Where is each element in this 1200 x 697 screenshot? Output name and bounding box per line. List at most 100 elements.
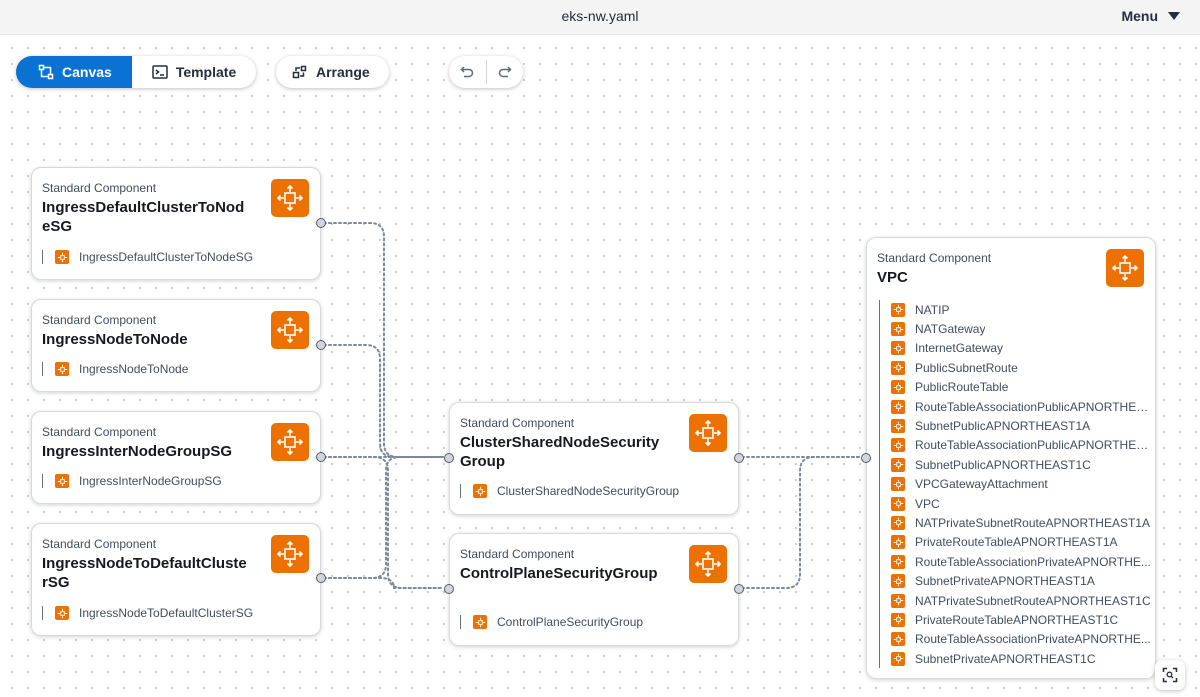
- template-tab[interactable]: Template: [132, 56, 256, 88]
- resource-row: IngressNodeToDefaultClusterSG: [42, 605, 253, 621]
- resource-icon: [891, 322, 905, 337]
- canvas-icon: [38, 64, 54, 80]
- template-tab-label: Template: [175, 64, 237, 80]
- canvas-tab[interactable]: Canvas: [16, 56, 132, 88]
- history-divider: [485, 60, 487, 84]
- arrange-group: Arrange: [276, 56, 389, 88]
- vpc-resource-item: SubnetPrivateAPNORTHEAST1C: [891, 649, 1163, 668]
- vpc-resource-label: SubnetPublicAPNORTHEAST1C: [915, 457, 1091, 472]
- vpc-resource-label: SubnetPrivateAPNORTHEAST1C: [915, 651, 1096, 666]
- resource-icon: [891, 593, 905, 608]
- vpc-resource-item: RouteTableAssociationPrivateAPNORTHE...: [891, 552, 1163, 571]
- edge-controlplane-to-vpc: [741, 456, 861, 589]
- arrange-icon: [292, 65, 307, 79]
- component-kind: Standard Component: [42, 425, 157, 439]
- vpc-resource-item: VPC: [891, 494, 1163, 513]
- security-group-icon: [689, 545, 727, 583]
- edge-ingressinternode-to-controlplane: [323, 456, 444, 589]
- resource-row: IngressInterNodeGroupSG: [42, 473, 222, 489]
- component-kind: Standard Component: [42, 537, 157, 551]
- vpc-resource-item: PublicRouteTable: [891, 378, 1163, 397]
- resource-icon: [891, 341, 905, 356]
- output-port[interactable]: [316, 218, 326, 228]
- security-group-icon: [55, 362, 69, 376]
- component-card-ingressdefaultclustertonodesg[interactable]: Standard Component IngressDefaultCluster…: [31, 167, 326, 280]
- resource-icon: [891, 438, 905, 453]
- vpc-resource-label: NATIP: [915, 302, 950, 317]
- vpc-resource-item: SubnetPrivateAPNORTHEAST1A: [891, 571, 1163, 590]
- component-name: IngressNodeToDefaultClusterSG: [42, 555, 247, 591]
- input-port[interactable]: [444, 584, 454, 594]
- input-port[interactable]: [444, 453, 454, 463]
- vpc-resource-label: RouteTableAssociationPrivateAPNORTHE...: [915, 554, 1151, 569]
- resource-icon: [891, 477, 905, 492]
- vpc-resource-item: PrivateRouteTableAPNORTHEAST1A: [891, 533, 1163, 552]
- vpc-resource-item: RouteTableAssociationPublicAPNORTHEA...: [891, 397, 1163, 416]
- output-port[interactable]: [316, 340, 326, 350]
- vpc-resource-item: VPCGatewayAttachment: [891, 475, 1163, 494]
- component-kind: Standard Component: [877, 251, 992, 265]
- security-group-icon: [271, 179, 309, 217]
- component-name: VPC: [877, 269, 908, 286]
- component-name: IngressNodeToNode: [42, 331, 188, 348]
- menu-button[interactable]: Menu: [1121, 8, 1180, 24]
- security-group-icon: [271, 311, 309, 349]
- security-group-icon: [271, 535, 309, 573]
- template-icon: [152, 65, 168, 79]
- redo-button[interactable]: [487, 56, 524, 88]
- component-card-ingressnodetonode[interactable]: Standard Component IngressNodeToNode Ing…: [31, 299, 326, 392]
- input-port[interactable]: [861, 453, 871, 463]
- vpc-resource-item: InternetGateway: [891, 339, 1163, 358]
- resource-icon: [891, 496, 905, 511]
- component-name: ClusterSharedNodeSecurityGroup: [460, 434, 660, 470]
- canvas-tab-label: Canvas: [62, 64, 112, 80]
- vpc-resource-item: SubnetPublicAPNORTHEAST1C: [891, 455, 1163, 474]
- output-port[interactable]: [734, 453, 744, 463]
- component-name: IngressInterNodeGroupSG: [42, 443, 233, 460]
- component-kind: Standard Component: [460, 547, 575, 561]
- resource-label: ClusterSharedNodeSecurityGroup: [497, 484, 680, 498]
- undo-icon: [460, 66, 474, 78]
- vpc-resource-item: PublicSubnetRoute: [891, 358, 1163, 377]
- output-port[interactable]: [734, 584, 744, 594]
- fit-view-icon: [1162, 667, 1178, 683]
- resource-row: ControlPlaneSecurityGroup: [460, 614, 643, 630]
- vpc-resource-item: NATPrivateSubnetRouteAPNORTHEAST1C: [891, 591, 1163, 610]
- vpc-resource-label: NATPrivateSubnetRouteAPNORTHEAST1A: [915, 515, 1150, 530]
- vpc-resource-label: PublicSubnetRoute: [915, 360, 1018, 375]
- resource-row: IngressDefaultClusterToNodeSG: [42, 249, 253, 265]
- vpc-resource-item: PrivateRouteTableAPNORTHEAST1C: [891, 610, 1163, 629]
- undo-button[interactable]: [449, 56, 486, 88]
- vpc-resource-item: NATIP: [891, 300, 1163, 319]
- vpc-resource-label: PrivateRouteTableAPNORTHEAST1C: [915, 612, 1119, 627]
- resource-row: ClusterSharedNodeSecurityGroup: [460, 483, 679, 499]
- edge-ingressnodetonode-to-clustershared: [323, 344, 444, 458]
- redo-icon: [498, 66, 512, 78]
- output-port[interactable]: [316, 452, 326, 462]
- component-card-clustersharednodesecuritygroup[interactable]: Standard Component ClusterSharedNodeSecu…: [444, 402, 744, 515]
- resource-icon: [891, 399, 905, 414]
- edge-ingressdefault-to-clustershared: [323, 222, 444, 458]
- history-controls: [449, 56, 523, 88]
- vpc-icon: [1106, 249, 1144, 287]
- vpc-resource-label: RouteTableAssociationPublicAPNORTHEA...: [915, 438, 1151, 453]
- arrange-button[interactable]: Arrange: [276, 56, 370, 88]
- vpc-resource-label: RouteTableAssociationPublicAPNORTHEA...: [915, 399, 1151, 414]
- resource-icon: [891, 457, 905, 472]
- component-card-ingressnodetodefaultclustersg[interactable]: Standard Component IngressNodeToDefaultC…: [31, 523, 326, 636]
- resource-label: IngressDefaultClusterToNodeSG: [79, 250, 254, 264]
- component-card-ingressinternodegroupsg[interactable]: Standard Component IngressInterNodeGroup…: [31, 411, 326, 504]
- vpc-resource-label: PrivateRouteTableAPNORTHEAST1A: [915, 535, 1118, 550]
- fit-view-button[interactable]: [1155, 660, 1185, 690]
- component-card-controlplanesecuritygroup[interactable]: Standard Component ControlPlaneSecurityG…: [444, 533, 744, 646]
- security-group-icon: [55, 606, 69, 620]
- resource-icon: [891, 612, 905, 627]
- output-port[interactable]: [316, 573, 326, 583]
- resource-icon: [891, 574, 905, 589]
- security-group-icon: [55, 250, 69, 264]
- resource-icon: [891, 632, 905, 647]
- security-group-icon: [689, 414, 727, 452]
- arrange-label: Arrange: [316, 64, 370, 80]
